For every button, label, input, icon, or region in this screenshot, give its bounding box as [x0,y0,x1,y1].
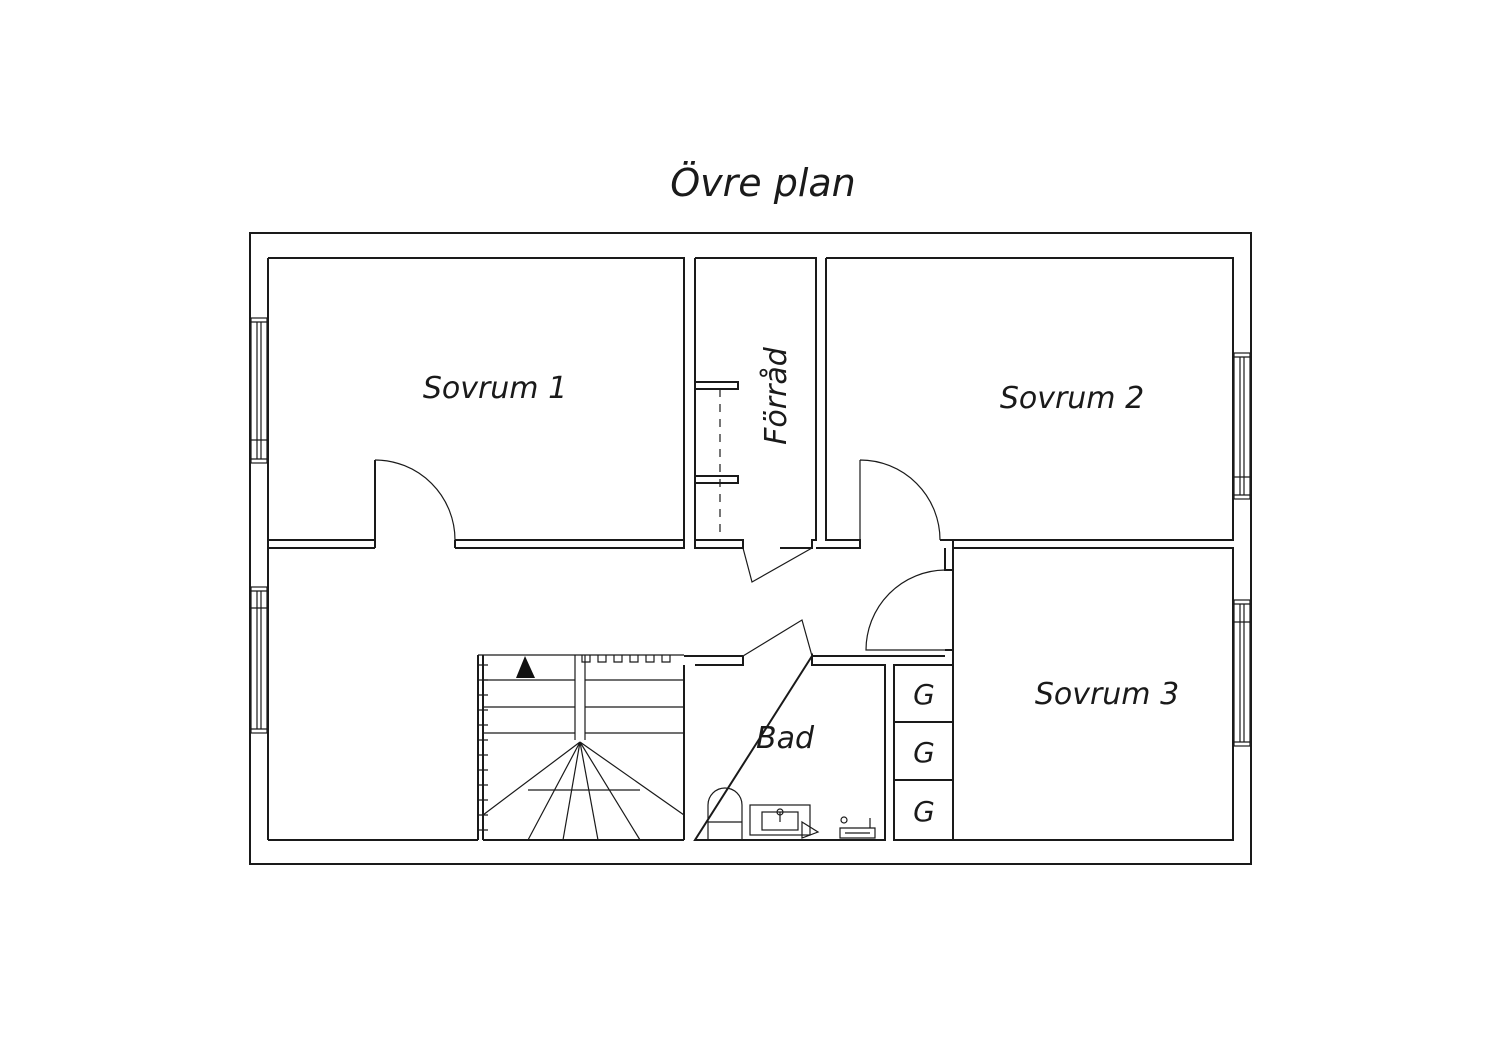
inner-walls [267,257,1234,841]
shower-icon [839,827,876,839]
faucet-icon [801,820,820,839]
staircase [477,654,685,841]
plan-title: Övre plan [670,161,856,205]
wardrobe-label-2: G [913,736,935,769]
wardrobe-label-1: G [913,678,935,711]
room-label-forrad: Förråd [759,346,794,445]
room-label-sovrum-1: Sovrum 1 [423,371,567,406]
room-label-bad: Bad [756,721,815,756]
room-label-sovrum-2: Sovrum 2 [1000,381,1144,416]
wardrobe-label-3: G [913,795,935,828]
toilet-icon [707,787,743,840]
sink-icon [749,804,811,836]
doors [374,459,946,657]
room-label-sovrum-3: Sovrum 3 [1035,677,1179,712]
windows [250,317,1251,747]
bathroom-fixtures [707,787,876,840]
outer-wall [249,232,1252,865]
stair-direction-arrow-icon [516,656,535,678]
